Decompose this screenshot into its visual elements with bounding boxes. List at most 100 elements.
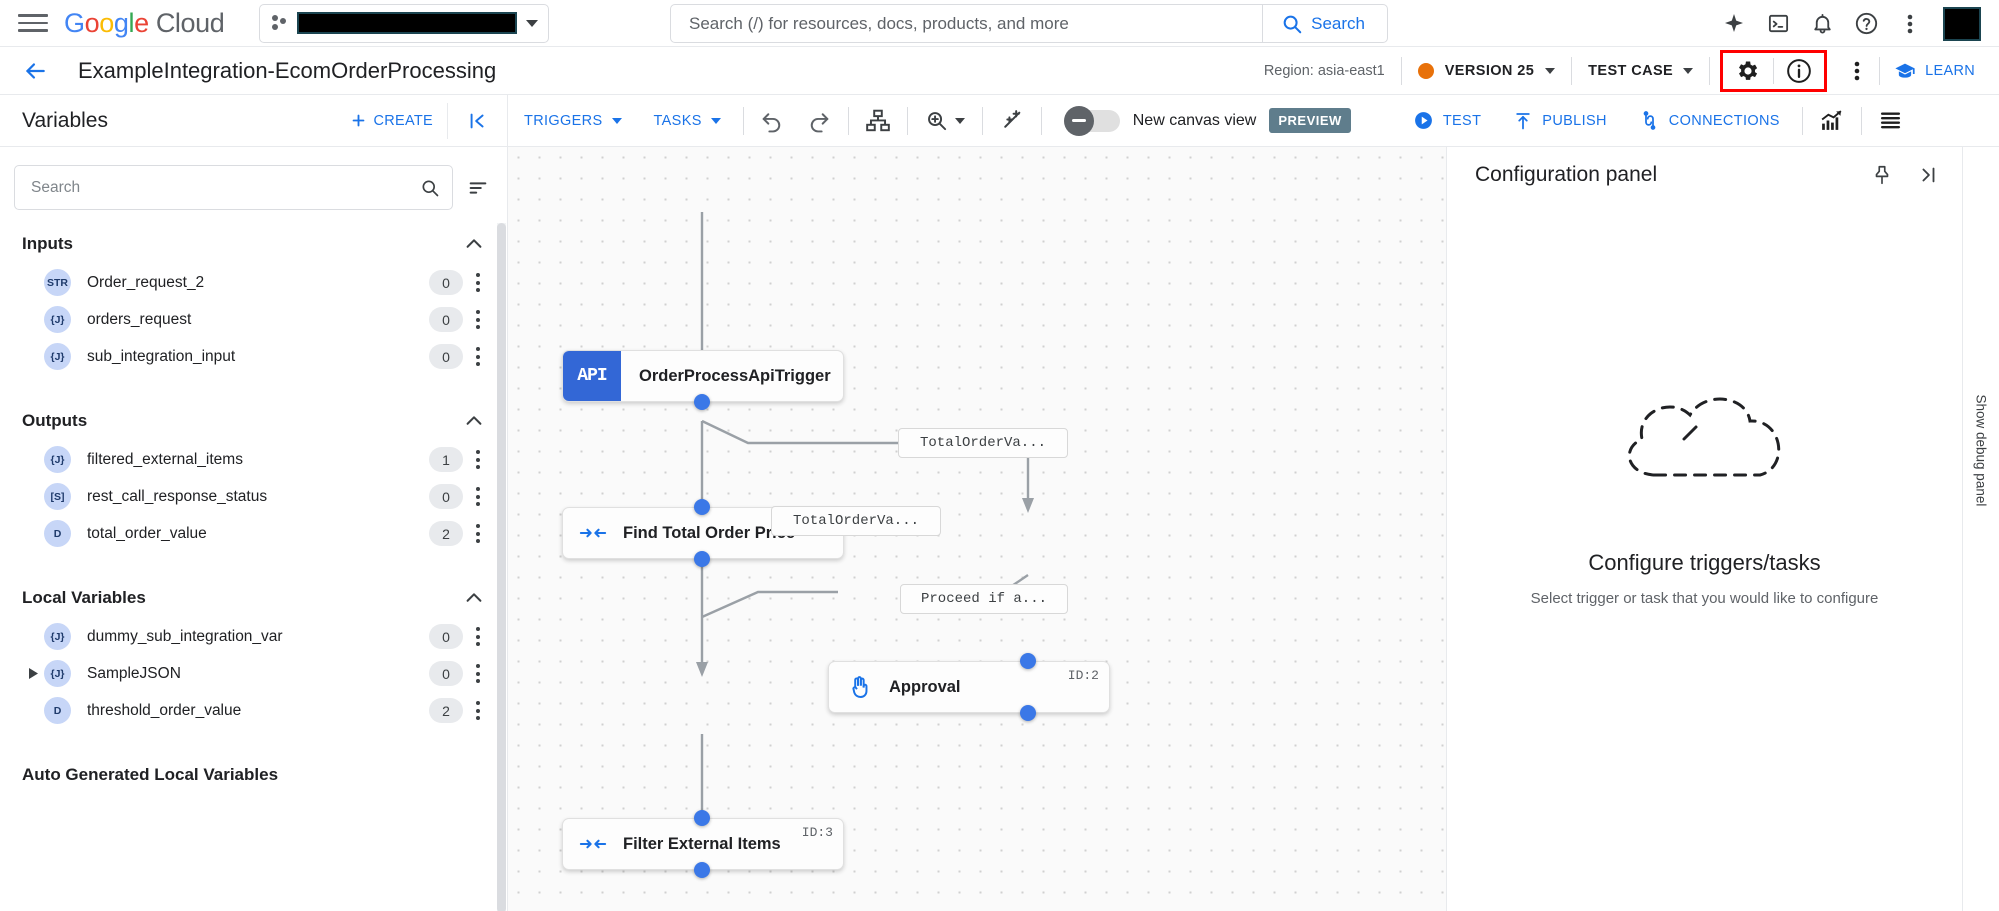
logs-button[interactable] <box>1868 101 1914 141</box>
variables-section-title: Local Variables <box>22 588 146 607</box>
new-canvas-view-toggle[interactable] <box>1063 105 1120 136</box>
learn-button[interactable]: LEARN <box>1880 60 1999 82</box>
zoom-icon <box>927 112 946 131</box>
settings-gear-button[interactable] <box>1723 52 1773 90</box>
variable-name: sub_integration_input <box>87 347 236 365</box>
back-button[interactable] <box>18 54 52 88</box>
show-debug-panel-label[interactable]: Show debug panel <box>1973 394 1989 507</box>
variables-scrollbar-thumb[interactable] <box>497 223 506 911</box>
data-mapping-icon <box>563 834 623 854</box>
canvas-node-task-2[interactable]: Approval ID:2 <box>828 661 1110 713</box>
zoom-menu[interactable] <box>914 101 976 141</box>
connections-button[interactable]: CONNECTIONS <box>1623 110 1796 131</box>
variables-section-header[interactable]: Auto Generated Local Variables <box>0 755 507 795</box>
version-selector[interactable]: VERSION 25 <box>1402 63 1571 79</box>
magic-wand-button[interactable] <box>989 101 1035 141</box>
kebab-menu-icon[interactable] <box>1889 3 1931 45</box>
pin-panel-button[interactable] <box>1862 155 1902 195</box>
search-input[interactable] <box>671 13 1263 34</box>
node-connector-dot[interactable] <box>694 810 710 826</box>
project-dots-icon <box>272 14 288 32</box>
node-connector-dot[interactable] <box>694 862 710 878</box>
section-collapse-toggle[interactable] <box>463 587 485 609</box>
variable-name: total_order_value <box>87 524 207 542</box>
project-selector[interactable] <box>259 3 550 43</box>
search-button[interactable]: Search <box>1262 5 1387 42</box>
notifications-bell-icon[interactable] <box>1801 3 1843 45</box>
cloud-shell-icon[interactable] <box>1757 3 1799 45</box>
highlighted-actions-group <box>1720 50 1828 92</box>
approval-hand-icon <box>829 674 889 700</box>
section-collapse-toggle[interactable] <box>463 233 485 255</box>
expand-triangle-icon <box>28 668 38 679</box>
gemini-sparkle-icon[interactable] <box>1713 3 1755 45</box>
variable-more-menu[interactable] <box>463 347 493 366</box>
version-label: VERSION 25 <box>1444 63 1535 79</box>
search-icon[interactable] <box>420 178 440 198</box>
undo-button[interactable] <box>750 101 796 141</box>
triggers-menu[interactable]: TRIGGERS <box>508 113 638 129</box>
pin-icon <box>1875 165 1889 185</box>
variable-more-menu[interactable] <box>463 450 493 469</box>
variable-more-menu[interactable] <box>463 627 493 646</box>
test-button[interactable]: TEST <box>1397 110 1497 131</box>
tasks-menu[interactable]: TASKS <box>638 113 737 129</box>
edge-label[interactable]: Proceed if a... <box>900 584 1068 614</box>
canvas-node-task-3[interactable]: Filter External Items ID:3 <box>562 818 844 870</box>
configuration-panel: Configuration panel Configure t <box>1446 147 1962 911</box>
expand-panel-button[interactable] <box>1908 155 1948 195</box>
node-connector-dot[interactable] <box>694 551 710 567</box>
variable-more-menu[interactable] <box>463 487 493 506</box>
canvas-node-trigger[interactable]: API OrderProcessApiTrigger <box>562 350 844 402</box>
redo-button[interactable] <box>796 101 842 141</box>
node-label: OrderProcessApiTrigger <box>639 366 831 385</box>
help-question-icon[interactable] <box>1845 3 1887 45</box>
edge-label[interactable]: TotalOrderVa... <box>771 506 941 536</box>
variable-count-badge: 2 <box>429 698 463 723</box>
create-variable-button[interactable]: CREATE <box>350 112 433 129</box>
variable-more-menu[interactable] <box>463 273 493 292</box>
node-connector-dot[interactable] <box>694 499 710 515</box>
integration-canvas[interactable]: API OrderProcessApiTrigger Find Total Or… <box>508 147 1446 911</box>
header-more-menu[interactable] <box>1835 50 1879 92</box>
analytics-chart-icon <box>1821 110 1842 130</box>
publish-button[interactable]: PUBLISH <box>1497 111 1623 131</box>
connections-label: CONNECTIONS <box>1668 112 1780 129</box>
hamburger-menu-icon[interactable] <box>18 12 48 34</box>
collapse-panel-button[interactable] <box>447 102 507 139</box>
connections-icon <box>1643 111 1656 130</box>
google-cloud-logo[interactable]: Google Cloud <box>64 7 225 38</box>
redo-icon <box>811 113 829 133</box>
variable-more-menu[interactable] <box>463 664 493 683</box>
info-button[interactable] <box>1774 52 1824 90</box>
section-collapse-toggle[interactable] <box>463 410 485 432</box>
undo-icon <box>762 113 781 133</box>
variable-more-menu[interactable] <box>463 310 493 329</box>
auto-layout-button[interactable] <box>855 101 901 141</box>
user-avatar-redacted[interactable] <box>1943 6 1981 41</box>
test-case-selector[interactable]: TEST CASE <box>1572 63 1709 79</box>
variable-more-menu[interactable] <box>463 524 493 543</box>
variable-expander[interactable] <box>22 667 44 680</box>
variables-search-input[interactable] <box>31 178 420 197</box>
variable-more-menu[interactable] <box>463 701 493 720</box>
variables-section-header[interactable]: Local Variables <box>0 578 507 618</box>
variables-section-header[interactable]: Outputs <box>0 401 507 441</box>
node-connector-dot[interactable] <box>1020 653 1036 669</box>
variables-section-header[interactable]: Inputs <box>0 224 507 264</box>
node-connector-dot[interactable] <box>694 394 710 410</box>
sort-variables-button[interactable] <box>463 177 493 199</box>
debug-panel-rail[interactable]: Show debug panel <box>1962 147 1999 911</box>
node-connector-dot[interactable] <box>1020 705 1036 721</box>
edge-label[interactable]: TotalOrderVa... <box>898 428 1068 458</box>
analytics-button[interactable] <box>1809 101 1855 141</box>
